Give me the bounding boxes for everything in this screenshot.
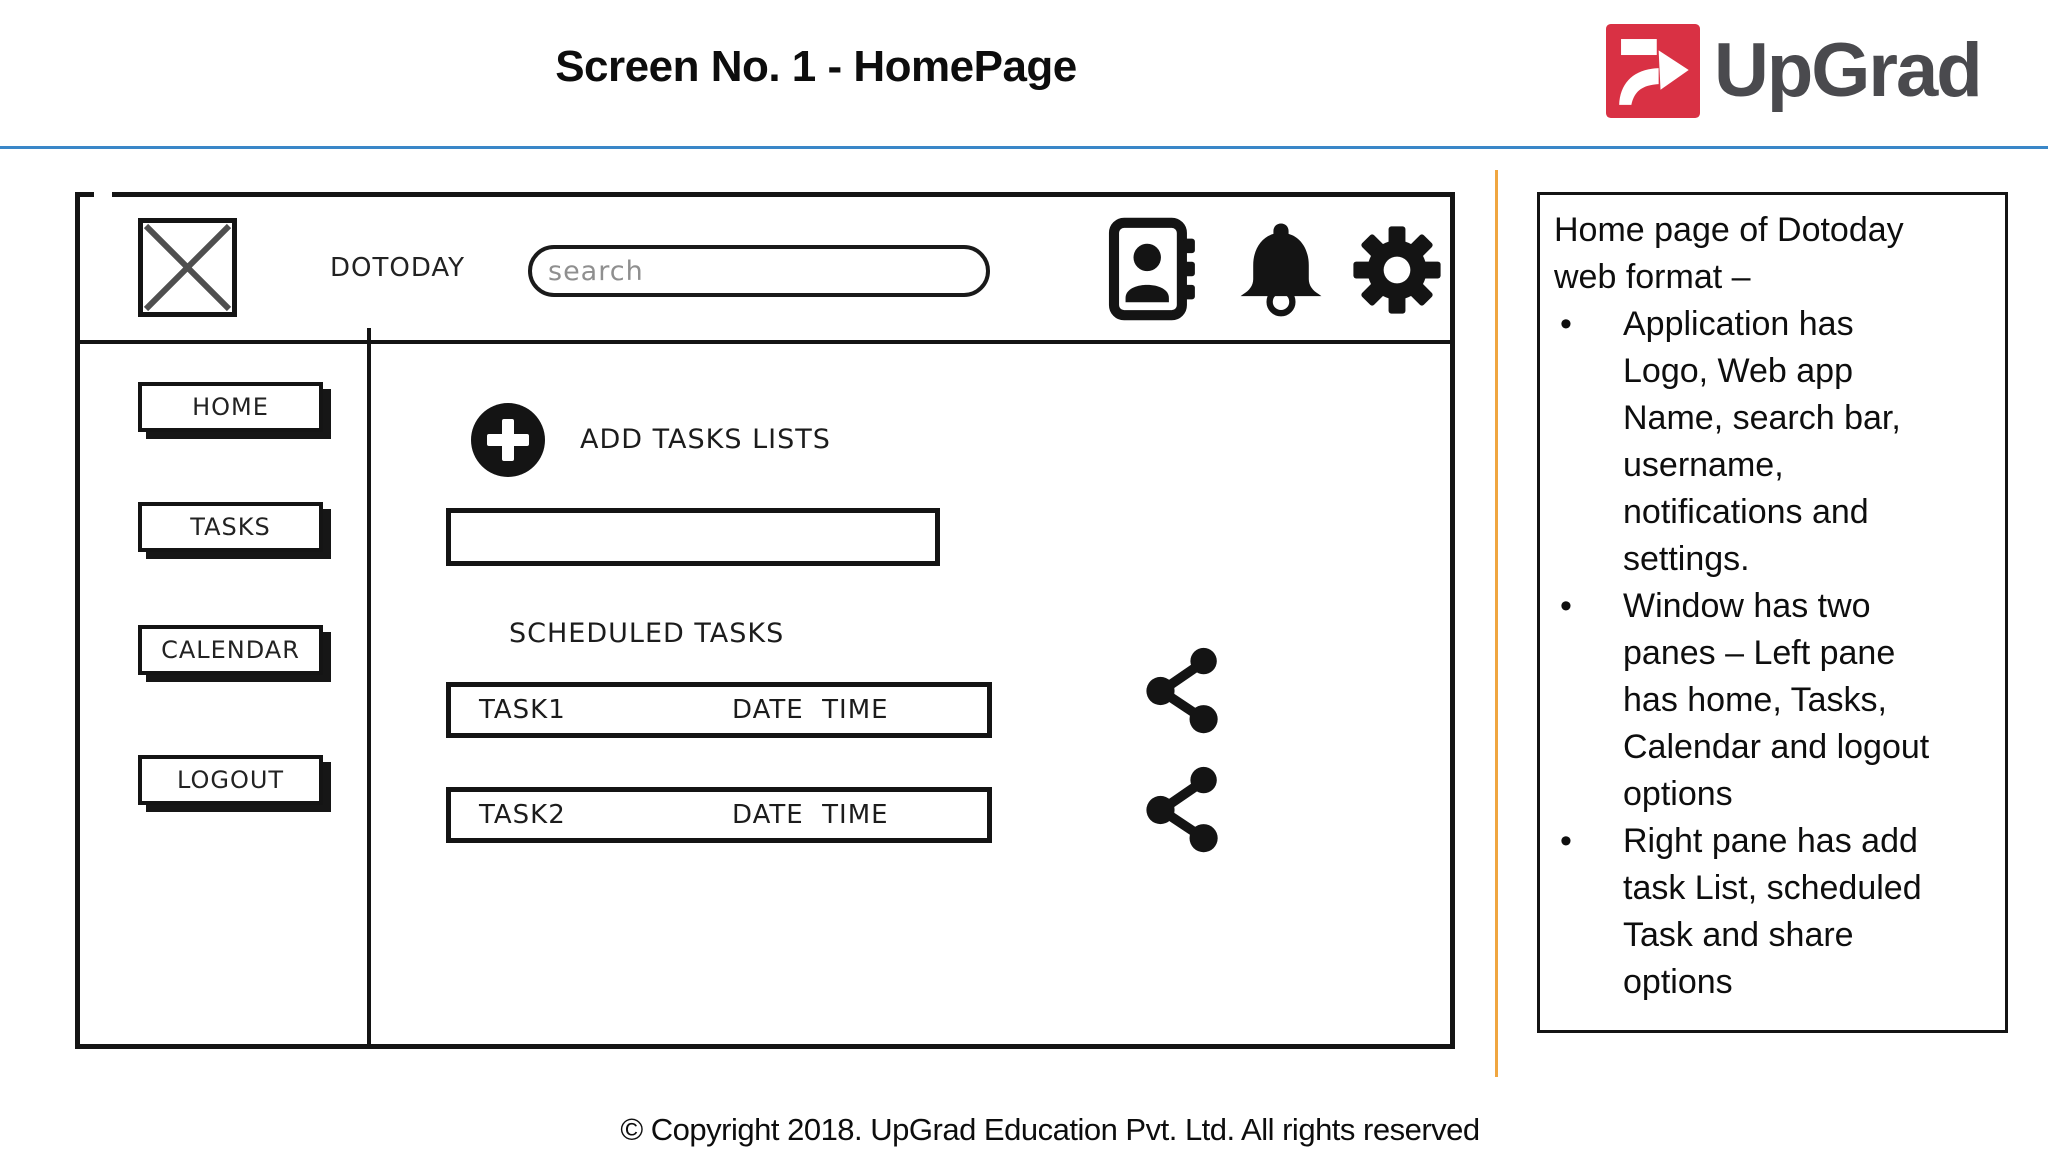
notes-bullet: Window has two panes – Left pane has hom… xyxy=(1554,583,1991,818)
copyright: © Copyright 2018. UpGrad Education Pvt. … xyxy=(620,1112,1480,1147)
notifications-bell-icon[interactable] xyxy=(1233,215,1329,323)
plus-circle-icon xyxy=(471,403,545,477)
nav-calendar-button[interactable]: CALENDAR xyxy=(138,625,323,675)
nav-home-button[interactable]: HOME xyxy=(138,382,323,432)
app-logo-placeholder[interactable] xyxy=(138,218,237,317)
add-task-list-button[interactable] xyxy=(471,403,545,477)
wireframe-window: DOTODAY search xyxy=(75,191,1455,1049)
share-icon[interactable] xyxy=(1142,766,1230,854)
contacts-icon[interactable] xyxy=(1108,217,1198,321)
pane-divider-line xyxy=(367,328,371,1044)
notes-intro: Home page of Dotoday web format – xyxy=(1554,211,1904,296)
notes-bullet-list: Application has Logo, Web app Name, sear… xyxy=(1554,301,1991,1006)
search-bar[interactable]: search xyxy=(528,245,990,297)
upgrad-logo-text: UpGrad xyxy=(1714,28,1983,113)
task-date-time: DATE TIME xyxy=(732,800,889,830)
settings-gear-icon[interactable] xyxy=(1352,223,1442,317)
upgrad-logo: UpGrad xyxy=(1606,24,1983,118)
search-placeholder: search xyxy=(548,255,644,287)
notes-panel: Home page of Dotoday web format – Applic… xyxy=(1537,192,2008,1033)
share-icon[interactable] xyxy=(1142,647,1230,735)
annotation-divider-line xyxy=(1495,170,1498,1077)
task-name: TASK2 xyxy=(479,800,566,830)
task-row-2[interactable]: TASK2 DATE TIME xyxy=(446,787,992,843)
nav-tasks-button[interactable]: TASKS xyxy=(138,502,323,552)
notes-bullet: Right pane has add task List, scheduled … xyxy=(1554,818,1991,1006)
task-row-1[interactable]: TASK1 DATE TIME xyxy=(446,682,992,738)
image-placeholder-x-icon xyxy=(143,223,232,312)
app-name: DOTODAY xyxy=(330,253,466,283)
add-tasks-label: ADD TASKS LISTS xyxy=(580,424,831,455)
notes-bullet: Application has Logo, Web app Name, sear… xyxy=(1554,301,1991,583)
scheduled-tasks-heading: SCHEDULED TASKS xyxy=(509,618,785,649)
task-date-time: DATE TIME xyxy=(732,695,889,725)
nav-logout-button[interactable]: LOGOUT xyxy=(138,755,323,805)
header-divider-line xyxy=(0,146,2048,149)
upgrad-logo-mark xyxy=(1606,24,1700,118)
task-name: TASK1 xyxy=(479,695,566,725)
wireframe-topbar: DOTODAY search xyxy=(80,197,1450,344)
new-task-list-input[interactable] xyxy=(446,508,940,566)
page-title: Screen No. 1 - HomePage xyxy=(555,42,1077,91)
sketch-border-gap xyxy=(94,191,112,198)
